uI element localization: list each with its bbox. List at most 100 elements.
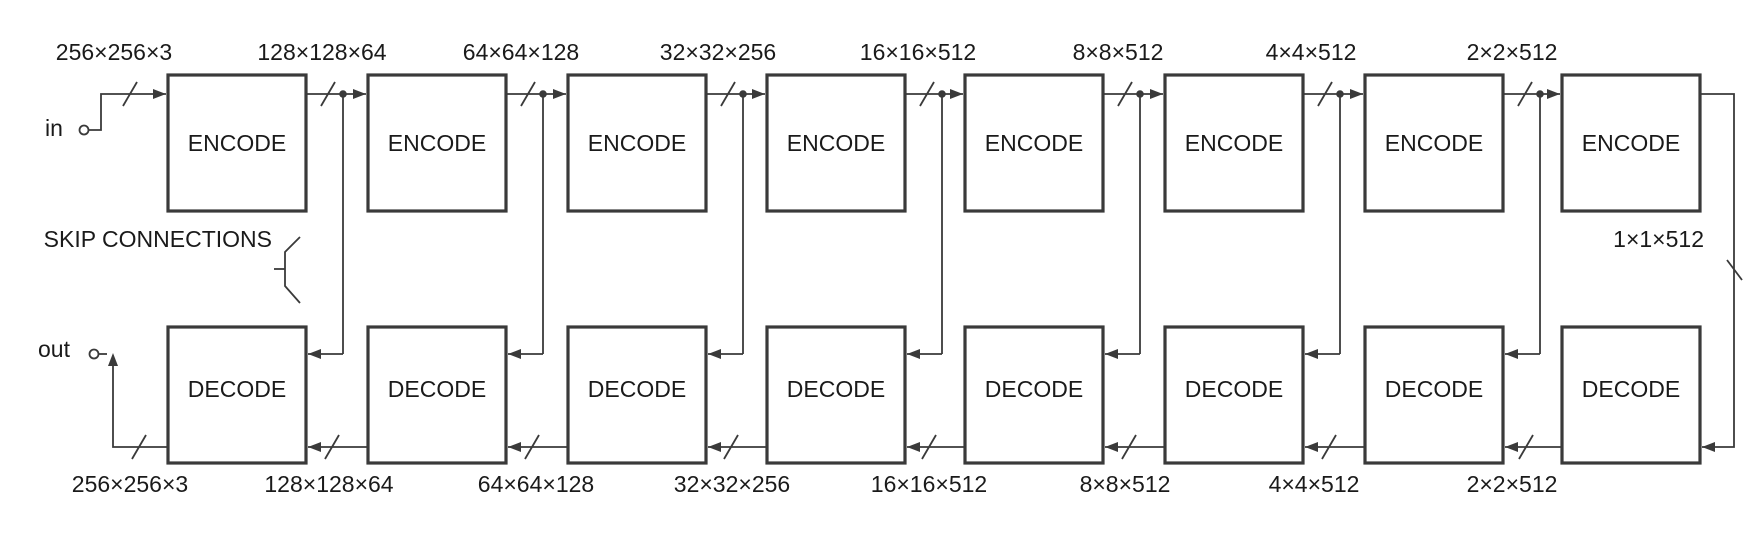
encoder-bus-slash	[1317, 81, 1333, 107]
bottleneck-dim-label: 1×1×512	[1613, 226, 1704, 252]
encode-block	[1560, 73, 1702, 213]
encoder-arrowhead	[1547, 89, 1560, 99]
output-port-icon	[88, 348, 100, 360]
output-label: out	[38, 336, 71, 362]
decoder-arrowhead	[907, 442, 920, 452]
encode-block-label: ENCODE	[588, 130, 686, 156]
decoder-dim-label: 32×32×256	[674, 471, 790, 497]
bottleneck-wire	[1700, 93, 1735, 448]
encoder-bus-slash	[320, 81, 336, 107]
decoder-dim-label: 256×256×3	[72, 471, 188, 497]
encode-block	[166, 73, 308, 213]
skip-arrowhead	[308, 349, 321, 359]
decode-block	[1363, 325, 1505, 465]
encode-block	[963, 73, 1105, 213]
encoder-bus-slash	[520, 81, 536, 107]
decoder-dim-label: 64×64×128	[478, 471, 594, 497]
skip-arrowhead	[1105, 349, 1118, 359]
encoder-bus-slash	[919, 81, 935, 107]
decoder-bus-slash	[723, 434, 739, 460]
input-label: in	[45, 115, 63, 141]
input-wire	[89, 93, 166, 131]
decode-block-label: DECODE	[388, 376, 486, 402]
decode-block	[366, 325, 508, 465]
decode-block-label: DECODE	[588, 376, 686, 402]
input-port-icon	[78, 124, 90, 136]
decoder-arrowhead	[1305, 442, 1318, 452]
bottleneck-bus-slash	[1726, 259, 1743, 281]
skip-arrowhead	[1505, 349, 1518, 359]
input-bus-slash	[122, 81, 138, 107]
encoder-dim-label: 4×4×512	[1266, 39, 1357, 65]
encode-block-label: ENCODE	[985, 130, 1083, 156]
skip-arrowhead	[1305, 349, 1318, 359]
encode-block-label: ENCODE	[388, 130, 486, 156]
output-wire	[112, 360, 168, 448]
decode-block	[765, 325, 907, 465]
encode-block-label: ENCODE	[787, 130, 885, 156]
decode-block-label: DECODE	[1582, 376, 1680, 402]
encode-block	[1363, 73, 1505, 213]
decoder-bus-slash	[324, 434, 340, 460]
encoder-arrowhead	[752, 89, 765, 99]
encoder-bus-slash	[1117, 81, 1133, 107]
skip-arrowhead	[708, 349, 721, 359]
encoder-dim-label: 16×16×512	[860, 39, 976, 65]
decode-block	[1163, 325, 1305, 465]
skip-arrowhead	[907, 349, 920, 359]
decode-block-label: DECODE	[787, 376, 885, 402]
decoder-arrowhead	[508, 442, 521, 452]
decode-block	[963, 325, 1105, 465]
decoder-dim-label: 4×4×512	[1269, 471, 1360, 497]
encoder-bus-slash	[1517, 81, 1533, 107]
encoder-arrowhead	[1150, 89, 1163, 99]
decoder-bus-slash	[1518, 434, 1534, 460]
decoder-arrowhead	[1505, 442, 1518, 452]
encode-block-label: ENCODE	[1582, 130, 1680, 156]
encode-block	[566, 73, 708, 213]
encode-block-label: ENCODE	[188, 130, 286, 156]
decode-block-label: DECODE	[985, 376, 1083, 402]
encoder-dim-label: 64×64×128	[463, 39, 579, 65]
encode-block-label: ENCODE	[1185, 130, 1283, 156]
encode-block-label: ENCODE	[1385, 130, 1483, 156]
encoder-dim-label: 256×256×3	[56, 39, 172, 65]
encoder-dim-label: 2×2×512	[1467, 39, 1558, 65]
encode-block	[366, 73, 508, 213]
decoder-dim-label: 128×128×64	[264, 471, 393, 497]
encoder-arrowhead	[1350, 89, 1363, 99]
decode-block-label: DECODE	[188, 376, 286, 402]
decoder-dim-label: 16×16×512	[871, 471, 987, 497]
decoder-dim-label: 2×2×512	[1467, 471, 1558, 497]
bottleneck-arrowhead	[1702, 442, 1715, 452]
decode-block-label: DECODE	[1385, 376, 1483, 402]
decoder-bus-slash	[1121, 434, 1137, 460]
decode-block	[566, 325, 708, 465]
encoder-arrowhead	[950, 89, 963, 99]
decoder-arrowhead	[708, 442, 721, 452]
encoder-dim-label: 128×128×64	[257, 39, 386, 65]
decoder-bus-slash	[524, 434, 540, 460]
decoder-arrowhead	[1105, 442, 1118, 452]
skip-connections-label: SKIP CONNECTIONS	[44, 226, 272, 252]
decode-block-label: DECODE	[1185, 376, 1283, 402]
encoder-bus-slash	[720, 81, 736, 107]
output-arrowhead	[108, 353, 118, 366]
decode-block	[166, 325, 308, 465]
decoder-bus-slash	[921, 434, 937, 460]
encoder-arrowhead	[553, 89, 566, 99]
encode-block	[1163, 73, 1305, 213]
blocks	[166, 73, 1702, 465]
skip-bracket	[284, 236, 301, 304]
decoder-bus-slash	[1321, 434, 1337, 460]
output-bus-slash	[131, 434, 147, 460]
encoder-dim-label: 8×8×512	[1073, 39, 1164, 65]
labels: ENCODE ENCODE ENCODE ENCODE ENCODE ENCODE ENCO…	[56, 39, 1680, 497]
input-arrowhead	[153, 89, 166, 99]
decoder-dim-label: 8×8×512	[1080, 471, 1171, 497]
skip-arrowhead	[508, 349, 521, 359]
decoder-arrowhead	[308, 442, 321, 452]
wires	[78, 81, 1743, 460]
decode-block	[1560, 325, 1702, 465]
